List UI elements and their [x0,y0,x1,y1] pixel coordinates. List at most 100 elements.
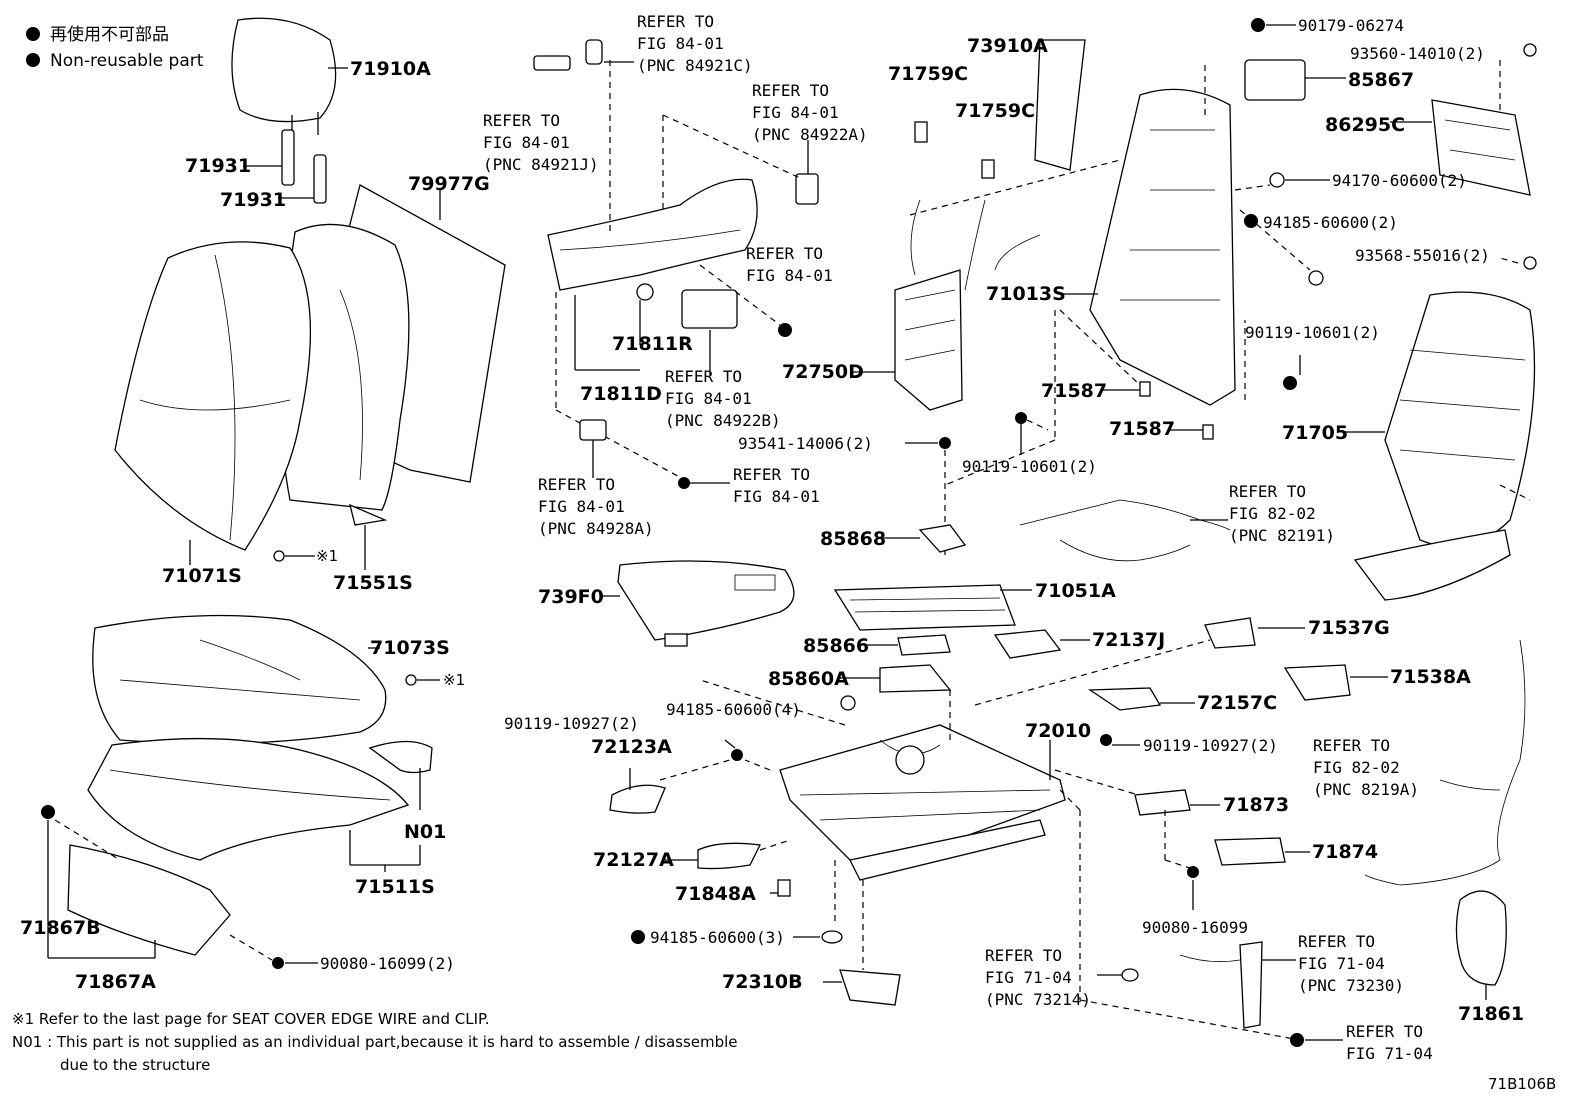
label-71910A: 71910A [350,58,431,80]
label-72157C: 72157C [1197,692,1277,714]
svg-text:FIG 82-02: FIG 82-02 [1229,504,1316,523]
ref-8219A: REFER TO FIG 82-02 (PNC 8219A) [1313,736,1419,799]
label-93568-55016: 93568-55016(2) [1355,246,1490,265]
svg-text:REFER TO: REFER TO [1313,736,1390,755]
seat-cushion-cover-71073S [92,614,387,745]
label-90080-16099: 90080-16099 [1142,918,1248,937]
label-94185-60600-3: 94185-60600(3) [650,928,785,947]
recliner-72750D [852,121,995,411]
wire-harness-82191 [1019,499,1231,562]
label-85867: 85867 [1348,69,1414,91]
label-71511S: 71511S [355,876,435,898]
label-71051A: 71051A [1035,580,1116,602]
svg-text:REFER TO: REFER TO [746,244,823,263]
label-739F0: 739F0 [538,586,604,608]
seat-cushion-pad-71511S [87,737,433,872]
label-71759C-b: 71759C [955,100,1035,122]
svg-text:REFER TO: REFER TO [752,81,829,100]
knob-71861 [1455,890,1507,1000]
label-72750D: 72750D [782,361,864,383]
brackets-right [1087,617,1388,910]
label-71811D: 71811D [580,383,662,405]
svg-text:FIG 71-04: FIG 71-04 [1346,1044,1433,1063]
svg-text:(PNC 82191): (PNC 82191) [1229,526,1335,545]
label-71867B: 71867B [20,917,101,939]
svg-text:FIG 71-04: FIG 71-04 [985,968,1072,987]
label-85866: 85866 [803,635,869,657]
label-86295C: 86295C [1325,114,1405,136]
label-90080-16099-2: 90080-16099(2) [320,954,455,973]
ref-84921C: REFER TO FIG 84-01 (PNC 84921C) [637,12,753,75]
ref-73230: REFER TO FIG 71-04 (PNC 73230) [1298,932,1404,995]
ref-84-01-b: REFER TO FIG 84-01 [733,465,820,506]
ref-84-01-a: REFER TO FIG 84-01 [746,244,833,285]
label-85868: 85868 [820,528,886,550]
front-trim-71867 [41,805,318,969]
label-71931-bottom: 71931 [220,189,286,211]
label-71873: 71873 [1223,794,1289,816]
label-93560-14010: 93560-14010(2) [1350,44,1485,63]
label-71587-b: 71587 [1109,418,1175,440]
belt-buckle-parts [1097,941,1343,1047]
svg-text:REFER TO: REFER TO [733,465,810,484]
ref-82191: REFER TO FIG 82-02 (PNC 82191) [1229,482,1335,545]
ref-71-04: REFER TO FIG 71-04 [1346,1022,1433,1063]
seat-pad-739F0 [601,560,795,647]
wire-harness-8219A [1364,639,1526,886]
diagram-code: 71B106B [1488,1075,1556,1093]
svg-text:REFER TO: REFER TO [1298,932,1375,951]
svg-text:REFER TO: REFER TO [637,12,714,31]
label-71848A: 71848A [675,883,756,905]
svg-text:REFER TO: REFER TO [1229,482,1306,501]
side-shield-71811 [533,39,819,489]
label-71867A: 71867A [75,971,156,993]
ref-84922A: REFER TO FIG 84-01 (PNC 84922A) [752,81,868,144]
ref-73214: REFER TO FIG 71-04 (PNC 73214) [985,946,1091,1009]
label-90119-10927-b: 90119-10927(2) [1143,736,1278,755]
label-90179-06274: 90179-06274 [1298,16,1404,35]
label-72010: 72010 [1025,720,1091,742]
seatback-frame-71013S [909,39,1311,486]
label-72123A: 72123A [591,736,672,758]
label-71861: 71861 [1458,1003,1524,1025]
svg-text:REFER TO: REFER TO [483,111,560,130]
svg-text:REFER TO: REFER TO [1346,1022,1423,1041]
label-71811R: 71811R [612,333,693,355]
label-71587-a: 71587 [1041,380,1107,402]
svg-text:(PNC 84921C): (PNC 84921C) [637,56,753,75]
legend-jp: 再使用不可部品 [50,24,169,45]
label-90119-10927-a: 90119-10927(2) [504,714,639,733]
svg-text:FIG 84-01: FIG 84-01 [752,103,839,122]
label-71931-top: 71931 [185,155,251,177]
label-72127A: 72127A [593,849,674,871]
svg-text:FIG 84-01: FIG 84-01 [733,487,820,506]
heater-mats [833,524,1090,693]
seatback-board-71705 [1345,291,1536,601]
svg-text:REFER TO: REFER TO [985,946,1062,965]
svg-text:(PNC 84922B): (PNC 84922B) [665,411,781,430]
non-reusable-dot-icon [26,53,40,67]
label-90119-10601-b: 90119-10601(2) [1245,323,1380,342]
label-71537G: 71537G [1308,617,1390,639]
label-94185-60600-2: 94185-60600(2) [1263,213,1398,232]
headrest-supports [243,129,327,204]
ref-84922B: REFER TO FIG 84-01 (PNC 84922B) [665,367,781,430]
svg-text:(PNC 84922A): (PNC 84922A) [752,125,868,144]
svg-text:REFER TO: REFER TO [538,475,615,494]
svg-text:FIG 71-04: FIG 71-04 [1298,954,1385,973]
right-column-parts [1244,18,1537,390]
note-mark-2: ※1 [443,671,465,689]
svg-text:REFER TO: REFER TO [665,367,742,386]
label-71874: 71874 [1312,841,1378,863]
svg-text:(PNC 84921J): (PNC 84921J) [483,155,599,174]
label-72310B: 72310B [722,971,803,993]
label-93541-14006: 93541-14006(2) [738,434,873,453]
svg-text:FIG 84-01: FIG 84-01 [538,497,625,516]
label-94170-60600: 94170-60600(2) [1332,171,1467,190]
svg-text:FIG 84-01: FIG 84-01 [483,133,570,152]
label-71538A: 71538A [1390,666,1471,688]
seatback-cover-71071S [114,241,312,565]
legend-en: Non-reusable part [50,51,204,71]
note-mark-1: ※1 [316,547,338,565]
edge-wire-callout-2 [405,674,440,686]
